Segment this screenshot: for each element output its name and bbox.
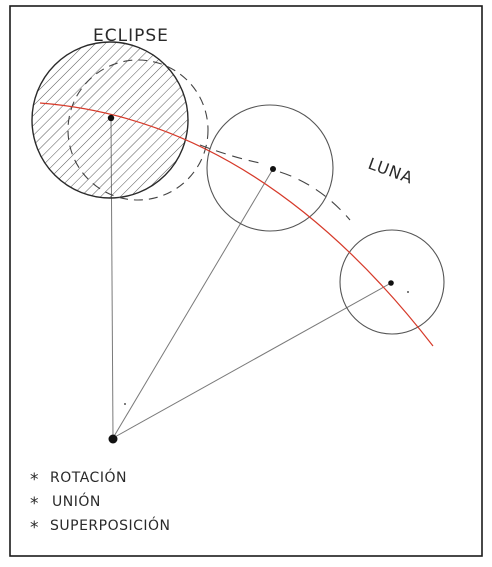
- legend-bullet: *: [30, 518, 39, 538]
- moon-center-dot: [270, 166, 276, 172]
- radius-line-moon: [113, 169, 273, 438]
- third-center-dot: [388, 280, 394, 286]
- legend-item-union: UNIÓN: [52, 492, 101, 510]
- legend-bullet: *: [30, 470, 39, 490]
- legend-item-overlap: SUPERPOSICIÓN: [50, 516, 171, 534]
- legend-item-rotation: ROTACIÓN: [50, 468, 127, 486]
- eclipse-center-dot: [108, 115, 114, 121]
- radius-line-third: [113, 283, 391, 438]
- pivot-dot: [109, 435, 118, 444]
- moon-label: LUNA: [366, 154, 416, 188]
- moon-circle: [207, 105, 333, 231]
- legend: * ROTACIÓN * UNIÓN * SUPERPOSICIÓN: [30, 468, 171, 538]
- pencil-mark: [407, 291, 409, 293]
- eclipse-label: ECLIPSE: [93, 26, 169, 46]
- legend-bullet: *: [30, 494, 39, 514]
- pencil-mark: [124, 403, 126, 405]
